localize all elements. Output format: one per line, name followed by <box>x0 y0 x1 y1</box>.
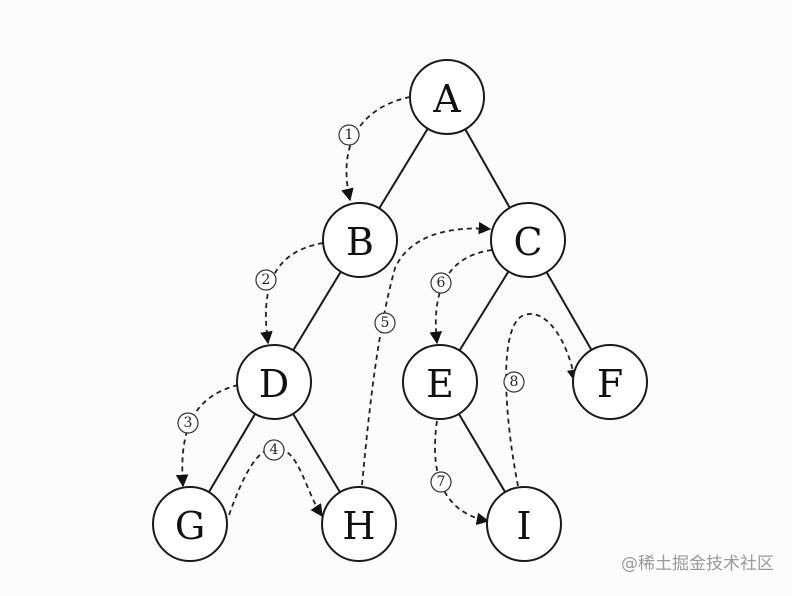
step-label-6: 6 <box>430 272 452 294</box>
svg-text:D: D <box>259 362 289 406</box>
svg-text:C: C <box>513 220 542 264</box>
tree-edges <box>189 96 611 525</box>
node-a: A <box>409 59 485 135</box>
step-label-8: 8 <box>503 371 525 393</box>
node-b: B <box>322 202 398 278</box>
traversal-arrow-3 <box>175 384 239 488</box>
svg-text:A: A <box>432 77 461 121</box>
svg-text:8: 8 <box>510 374 519 390</box>
node-i: I <box>486 486 562 562</box>
traversal-arrow-5 <box>361 221 492 486</box>
step-labels: 1 2 3 4 5 6 7 8 <box>177 124 525 493</box>
node-h: H <box>321 486 397 562</box>
step-label-3: 3 <box>177 412 199 434</box>
svg-text:I: I <box>516 504 531 548</box>
traversal-arrows <box>175 96 580 526</box>
traversal-arrow-7 <box>434 420 490 526</box>
svg-text:1: 1 <box>345 127 354 143</box>
watermark: @稀土掘金技术社区 <box>621 554 774 574</box>
svg-text:3: 3 <box>184 415 193 431</box>
step-label-7: 7 <box>430 471 452 493</box>
svg-text:G: G <box>175 504 205 548</box>
node-g: G <box>152 486 228 562</box>
svg-text:E: E <box>426 362 454 406</box>
svg-text:B: B <box>346 220 374 264</box>
svg-text:7: 7 <box>437 474 446 490</box>
traversal-arrow-1 <box>341 96 411 202</box>
traversal-arrow-2 <box>260 242 324 345</box>
node-d: D <box>236 344 312 420</box>
node-e: E <box>402 344 478 420</box>
traversal-arrow-8 <box>505 313 580 487</box>
traversal-arrow-4 <box>228 447 323 518</box>
node-c: C <box>490 202 566 278</box>
svg-text:5: 5 <box>381 315 390 331</box>
step-label-2: 2 <box>255 269 277 291</box>
step-label-5: 5 <box>374 312 396 334</box>
svg-text:6: 6 <box>437 275 446 291</box>
step-label-4: 4 <box>263 439 285 461</box>
svg-text:H: H <box>342 504 375 548</box>
tree-nodes: A B C D E F G H I <box>152 59 648 562</box>
svg-text:F: F <box>597 362 623 406</box>
svg-text:2: 2 <box>262 272 271 288</box>
step-label-1: 1 <box>338 124 360 146</box>
node-f: F <box>572 344 648 420</box>
svg-text:4: 4 <box>270 442 279 458</box>
traversal-arrow-6 <box>429 249 493 345</box>
